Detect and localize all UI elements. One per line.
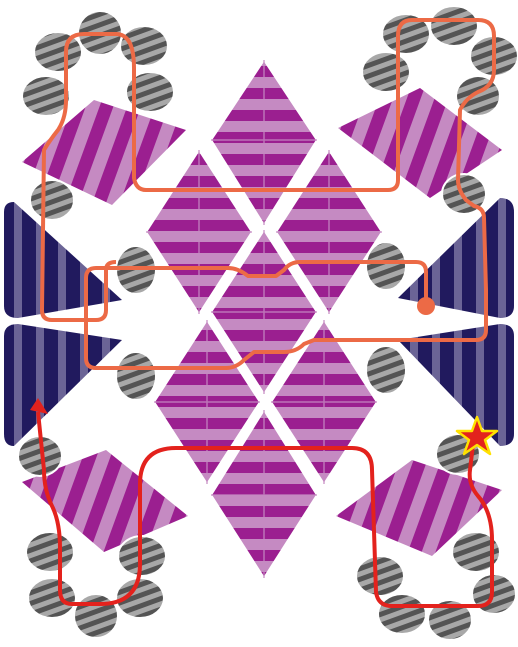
- pebble: [28, 578, 76, 618]
- pebble: [74, 594, 118, 638]
- pebble: [366, 346, 406, 394]
- pebble: [366, 242, 406, 290]
- pebble: [378, 594, 426, 634]
- triangle-block[interactable]: [398, 324, 514, 446]
- pebble: [34, 32, 82, 72]
- triangle-block[interactable]: [4, 324, 122, 446]
- pebble: [362, 52, 410, 92]
- pebble: [30, 180, 74, 220]
- triangle-block[interactable]: [398, 198, 514, 318]
- pebble: [116, 352, 156, 400]
- pebble: [22, 76, 70, 116]
- diamond-grid: [146, 60, 382, 578]
- pebble: [120, 26, 168, 66]
- pebble: [456, 76, 500, 116]
- pebble: [356, 556, 404, 596]
- pebble: [26, 532, 74, 572]
- start-dot-icon: [417, 297, 435, 315]
- pebble: [430, 6, 478, 46]
